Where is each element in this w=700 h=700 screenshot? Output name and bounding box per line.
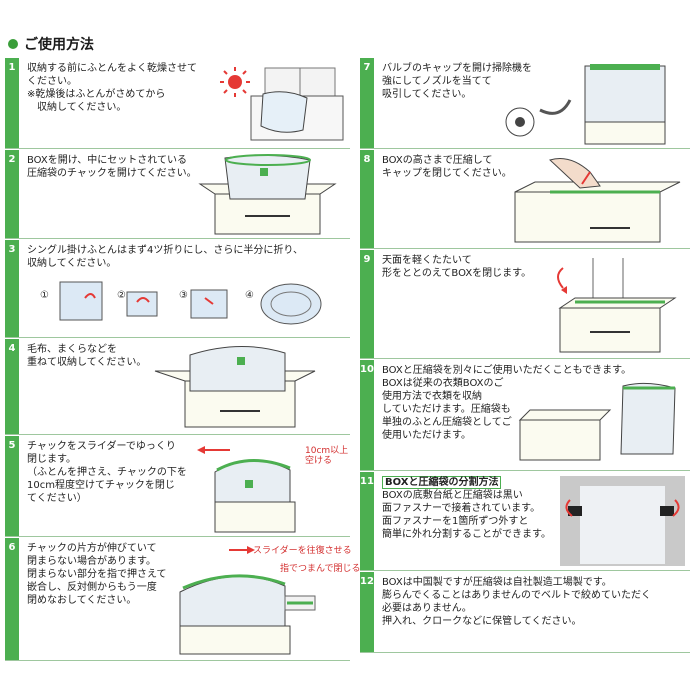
step-text: チャックの片方が伸びていて 閉まらない場合があります。 閉まらない部分を指で押さ… [27,543,167,606]
step-text: チャックをスライダーでゆっくり 閉じます。 （ふとんを押さえ、チャックの下を 1… [27,441,187,504]
separate-use-illustration [518,382,676,461]
open-box-illustration [198,154,337,235]
step-text: BOXは中国製ですが圧縮袋は自社製造工場製です。 膨らんでくることはありませんの… [382,577,651,627]
step-1: 1 収納する前にふとんをよく乾燥させて ください。 ※乾燥後はふとんがさめてから… [5,58,350,149]
step-5: 5 チャックをスライダーでゆっくり 閉じます。 （ふとんを押さえ、チャックの下を… [5,436,350,537]
step-number: 2 [8,154,16,165]
slider-note: スライダーを往復させる [253,546,352,556]
separation-text: BOXの底敷台紙と圧縮袋は黒い 面ファスナーで接着されています。 面ファスナーを… [382,490,551,540]
step-number: 9 [363,254,371,265]
sun-icon [228,75,242,89]
step-3: 3 シングル掛けふとんはまず4ツ折りにし、さらに半分に折り、 収納してください。… [5,240,350,338]
step-text: 天面を軽くたたいて 形をととのえてBOXを閉じます。 [382,255,532,279]
fold-marker-2: ② [117,290,126,301]
step-12: 12 BOXは中国製ですが圧縮袋は自社製造工場製です。 膨らんでくることはありま… [360,572,690,653]
pinch-note: 指でつまんで閉じる [280,564,361,574]
bullet-icon [8,39,18,49]
step-number: 4 [8,343,16,354]
fastener-photo [560,476,685,566]
fold-marker-3: ③ [179,290,188,301]
step-10: 10 BOXと圧縮袋を別々にご使用いただくこともできます。 BOXは従来の衣類B… [360,360,690,471]
step-6: 6 チャックの片方が伸びていて 閉まらない場合があります。 閉まらない部分を指で… [5,538,361,661]
close-box-illustration [557,258,677,353]
step-number: 8 [363,154,371,165]
step-text: 毛布、まくらなどを 重ねて収納してください。 [27,344,147,368]
zipper-closing-illustration [197,446,296,533]
fold-marker-1: ① [40,290,49,301]
step-number: 7 [363,62,371,73]
sun-drying-illustration [220,67,344,141]
folding-illustration [59,281,322,325]
step-number: 6 [8,542,16,553]
step-number: 3 [8,244,16,255]
step-number: 11 [360,476,374,487]
step-9: 9 天面を軽くたたいて 形をととのえてBOXを閉じます。 [360,250,690,359]
section-title: ご使用方法 [8,34,94,54]
gap-note: 10cm以上 空ける [305,446,349,466]
step-text: 収納する前にふとんをよく乾燥させて ください。 ※乾燥後はふとんがさめてから 収… [27,63,197,113]
step-number: 5 [8,440,16,451]
step-11: 11 BOXと圧縮袋の分割方法 BOXの底敷台紙と圧縮袋は黒い 面ファスナーで接… [360,472,690,571]
step-8: 8 BOXの高さまで圧縮して キャップを閉じてください。 [360,150,690,249]
cap-closing-illustration [514,158,681,243]
step-text: BOXと圧縮袋の分割方法 BOXの底敷台紙と圧縮袋は黒い 面ファスナーで接着され… [382,476,551,541]
step-2: 2 BOXを開け、中にセットされている 圧縮袋のチャックを開けてください。 [5,150,350,239]
step-text: BOXと圧縮袋を別々にご使用いただくこともできます。 BOXは従来の衣類BOXの… [382,365,632,441]
step-text: BOXの高さまで圧縮して キャップを閉じてください。 [382,155,512,179]
page-title: ご使用方法 [24,37,94,53]
step-7: 7 バルブのキャップを開け掃除機を 強にしてノズルを当てて 吸引してください。 [360,58,690,149]
step-4: 4 毛布、まくらなどを 重ねて収納してください。 [5,339,350,435]
step-number: 12 [360,576,374,587]
zipper-fix-illustration [179,546,316,655]
packed-box-illustration [154,346,316,428]
fold-marker-4: ④ [245,290,254,301]
separation-heading: BOXと圧縮袋の分割方法 [382,476,502,489]
step-number: 10 [360,364,374,375]
step-text: BOXを開け、中にセットされている 圧縮袋のチャックを開けてください。 [27,155,197,179]
step-text: バルブのキャップを開け掃除機を 強にしてノズルを当てて 吸引してください。 [382,63,532,100]
step-text: シングル掛けふとんはまず4ツ折りにし、さらに半分に折り、 収納してください。 [27,245,303,269]
step-number: 1 [8,62,16,73]
vacuum-illustration [505,64,666,145]
